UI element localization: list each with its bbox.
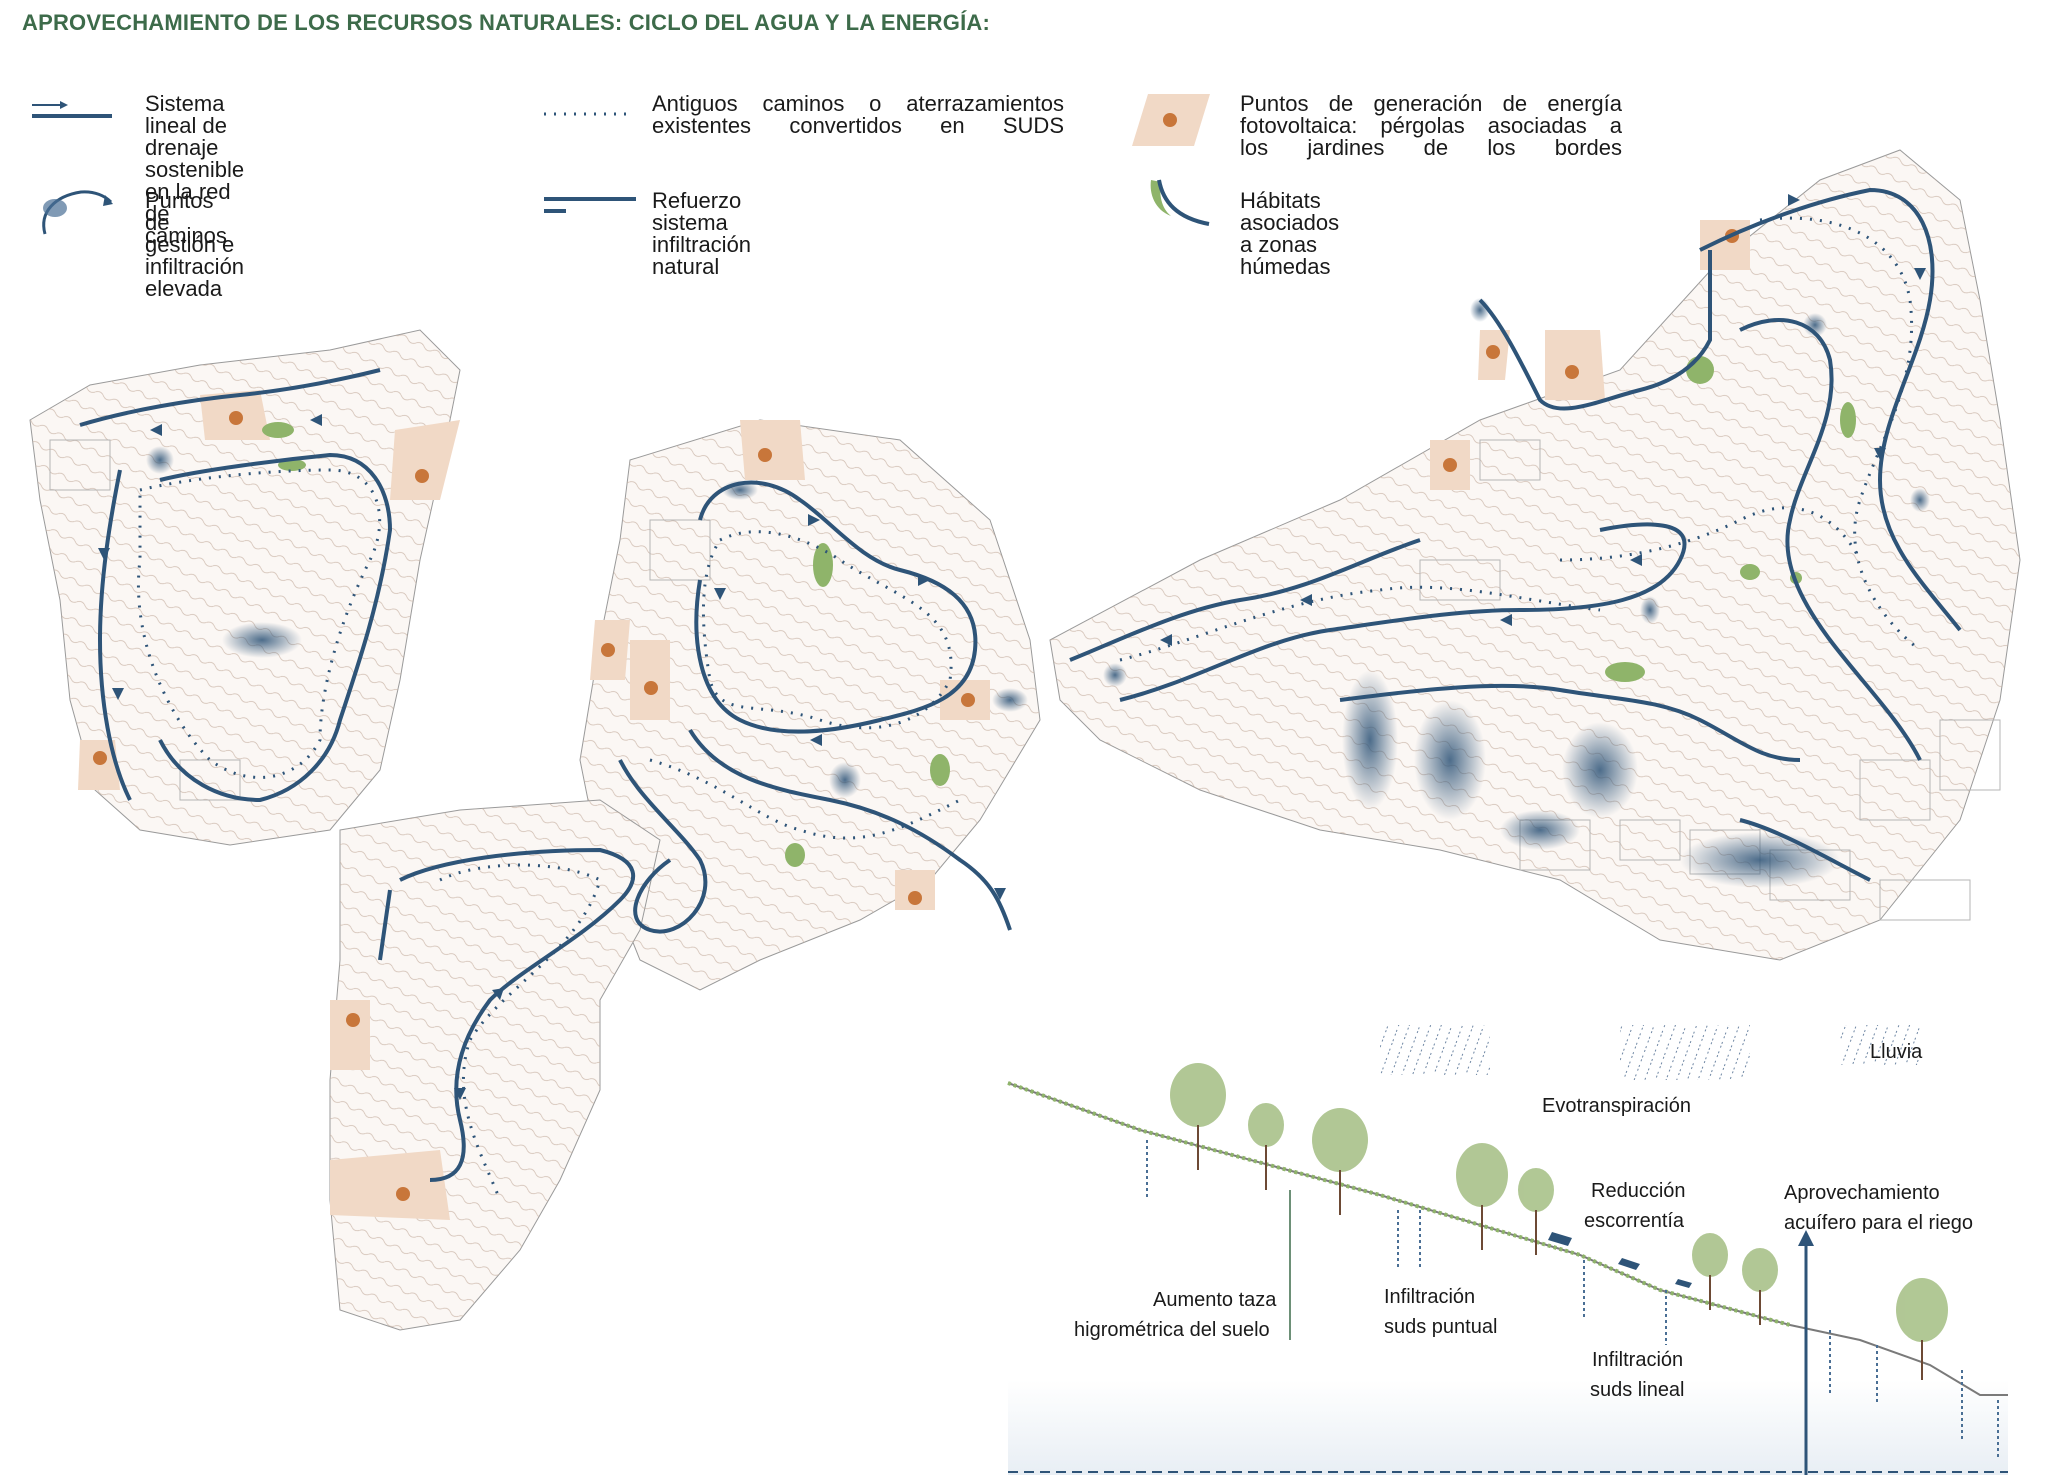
label-humidity-1: Aumento taza: [1153, 1289, 1277, 1311]
label-runoff-2: escorrentía: [1584, 1210, 1685, 1232]
wetland-habitat-icon: [1150, 179, 1210, 226]
legend-label-drainage: Sistema lineal de drenaje sostenible en …: [145, 91, 245, 248]
rain-hatch: [1380, 1025, 1490, 1075]
dotted-path-icon: [544, 112, 626, 116]
legend-label-wetland: Hábitats asociados a zonas húmedas: [1240, 188, 1340, 279]
rain-hatch: [1620, 1025, 1750, 1080]
label-point-infiltration-2: suds puntual: [1384, 1316, 1497, 1338]
legend-label-reinforcement: Refuerzo sistema infiltración natural: [652, 188, 752, 279]
label-evapotranspiration: Evotranspiración: [1542, 1095, 1691, 1117]
label-aquifer-2: acuífero para el riego: [1784, 1212, 1973, 1234]
label-point-infiltration-1: Infiltración: [1384, 1286, 1475, 1308]
label-rain: Lluvia: [1870, 1041, 1923, 1063]
legend-label-infiltration: Puntos de gestión e infiltración elevada: [145, 188, 245, 301]
drainage-system-lines: [79, 187, 1962, 1182]
legend-label-dotted: Antiguos caminos o aterrazamientos exist…: [652, 91, 1064, 138]
wetland-habitats: [262, 356, 1856, 867]
drainage-line-icon: [32, 101, 112, 118]
infiltration-point-icon: [42, 190, 113, 235]
label-linear-infiltration-2: suds lineal: [1590, 1379, 1685, 1401]
reinforcement-line-icon: [544, 197, 636, 213]
terrain-center: [579, 419, 1041, 991]
label-runoff-1: Reducción: [1591, 1180, 1686, 1202]
solar-pergola-icon: [1132, 94, 1210, 146]
label-linear-infiltration-1: Infiltración: [1592, 1349, 1683, 1371]
flow-direction-arrows: [98, 194, 1926, 1100]
label-aquifer-1: Aprovechamiento: [1784, 1182, 1940, 1204]
infiltration-points: [146, 298, 1930, 888]
terrain-south: [329, 799, 661, 1331]
legend-label-solar: Puntos de generación de energía fotovolt…: [1240, 91, 1622, 160]
rain-hatch: [1840, 1025, 1920, 1065]
water-cycle-section: Lluvia Evotranspiración Reducción escorr…: [1007, 1025, 2008, 1475]
solar-pergola-zones: [78, 220, 1750, 1220]
label-humidity-2: higrométrica del suelo: [1074, 1319, 1270, 1341]
page-title: APROVECHAMIENTO DE LOS RECURSOS NATURALE…: [22, 10, 991, 35]
